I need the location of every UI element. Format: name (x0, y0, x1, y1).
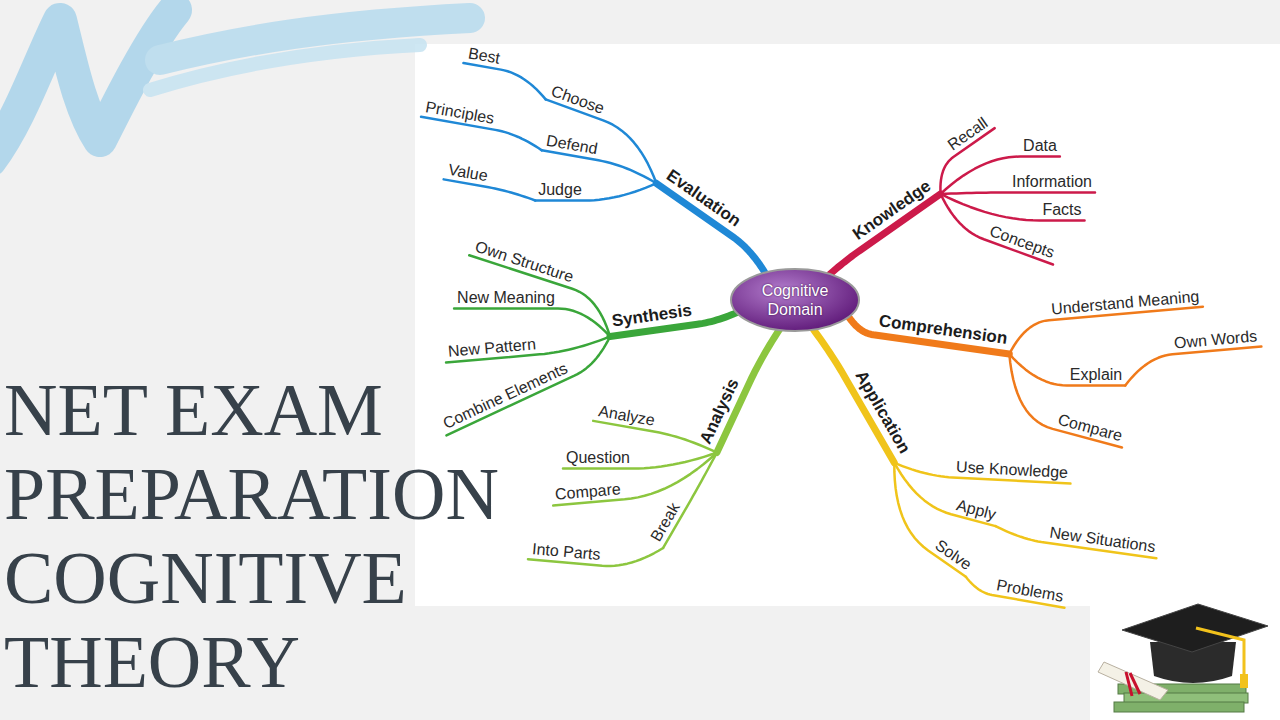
leaf-topic: Recall (941, 110, 996, 158)
money-stack (1114, 702, 1244, 712)
leaf-label: Solve (932, 535, 976, 574)
leaf-topic: New Situations (1045, 521, 1160, 559)
branch-topic: Knowledge (845, 173, 941, 252)
leaf-topic: Best (463, 41, 504, 70)
branch-topic: Analysis (693, 371, 750, 453)
mind-map-panel (415, 44, 1280, 606)
leaf-topic: Judge (535, 179, 585, 202)
brush-swoosh (150, 45, 420, 90)
leaf-topic: Analyze (593, 399, 659, 433)
leaf-topic: Solve (928, 532, 979, 577)
leaf-label: Use Knowledge (956, 457, 1069, 482)
leaf-topic: Own Words (1171, 325, 1262, 356)
branch-label: Evaluation (662, 165, 744, 231)
leaf-label: New Situations (1048, 522, 1156, 556)
leaf-label: Own Words (1174, 326, 1259, 352)
leaf-topic: Compare (551, 477, 625, 506)
slide-title: NET EXAM PREPARATION COGNITIVE THEORY (4, 368, 544, 704)
leaf-topic: Problems (992, 573, 1068, 608)
leaf-label: Principles (424, 97, 496, 128)
central-label: Cognitive Domain (750, 281, 840, 319)
leaf-label: Explain (1070, 365, 1122, 384)
sub-branch (1125, 347, 1261, 386)
leaf-topic: New Meaning (454, 287, 558, 310)
central-ellipse (729, 267, 861, 333)
leaf-label: Break (646, 499, 683, 545)
icon-ground (1090, 604, 1280, 720)
leaf-topic: Value (443, 158, 492, 189)
leaf-topic: Understand Meaning (1047, 285, 1203, 321)
sub-branch (542, 150, 657, 183)
brush-stroke (0, 10, 470, 160)
leaf-label: Into Parts (531, 539, 601, 564)
leaf-topic: Facts (1039, 199, 1084, 222)
ellipse-shape (731, 269, 859, 331)
leaf-label: Information (1012, 172, 1092, 191)
leaf-topic: Into Parts (528, 537, 604, 566)
leaf-topic: Data (1020, 135, 1060, 158)
leaf-label: New Meaning (457, 288, 555, 307)
central-topic: Cognitive Domain (729, 267, 861, 333)
branch-label: Knowledge (849, 176, 935, 244)
leaf-topic: Combine Elements (437, 356, 575, 437)
leaf-label: Facts (1042, 200, 1081, 219)
leaf-topic: Use Knowledge (952, 455, 1071, 484)
leaf-topic: Concepts (983, 219, 1060, 266)
leaf-label: Compare (1056, 409, 1124, 444)
leaf-topic: Defend (542, 129, 603, 162)
leaf-label: Apply (954, 495, 998, 524)
leaf-label: Recall (944, 113, 991, 154)
graduation-cap-icon (1090, 604, 1280, 720)
sub-branch (941, 194, 1085, 221)
leaf-topic: Choose (545, 79, 610, 122)
leaf-label: Question (566, 448, 630, 467)
branch-topic: Application (843, 363, 917, 464)
leaf-label: Defend (545, 130, 599, 158)
leaf-label: Problems (995, 575, 1065, 605)
branch-topic: Comprehension (873, 309, 1013, 355)
leaf-label: Value (447, 159, 489, 185)
leaf-topic: Own Structure (469, 234, 579, 289)
leaf-label: New Pattern (447, 334, 536, 361)
leaf-label: Best (467, 43, 502, 67)
leaf-label: Judge (538, 180, 582, 199)
leaf-label: Analyze (596, 401, 655, 430)
cap-tassel (1196, 628, 1244, 676)
branch-topic: Synthesis (606, 298, 697, 337)
sub-branch (1009, 354, 1125, 386)
branch-topic: Evaluation (656, 162, 748, 238)
leaf-topic: Compare (1052, 408, 1127, 449)
leaf-label: Own Structure (473, 236, 576, 286)
sub-branch (663, 453, 717, 548)
sub-branch (454, 309, 610, 337)
sub-branch (463, 63, 545, 99)
leaf-topic: Apply (951, 493, 1001, 527)
sub-branch (444, 179, 536, 200)
leaf-topic: New Pattern (444, 332, 540, 363)
leaf-topic: Information (1009, 171, 1095, 194)
leaf-label: Compare (554, 479, 621, 504)
diploma-ribbon (1126, 672, 1140, 696)
branch-label: Synthesis (610, 300, 692, 331)
sub-branch (941, 193, 1095, 194)
leaf-label: Data (1023, 136, 1057, 155)
leaf-label: Concepts (987, 221, 1057, 262)
branch-label: Application (850, 367, 914, 457)
leaf-label: Combine Elements (440, 358, 571, 432)
leaf-topic: Question (563, 447, 633, 470)
leaf-topic: Principles (421, 95, 499, 131)
leaf-topic: Break (644, 496, 688, 549)
leaf-label: Understand Meaning (1050, 286, 1200, 318)
cap-board (1122, 604, 1268, 652)
tassel-end (1240, 674, 1248, 688)
branch-label: Analysis (696, 375, 744, 447)
leaf-topic: Explain (1067, 364, 1125, 387)
branch-label: Comprehension (878, 311, 1009, 349)
leaf-label: Choose (549, 81, 607, 118)
